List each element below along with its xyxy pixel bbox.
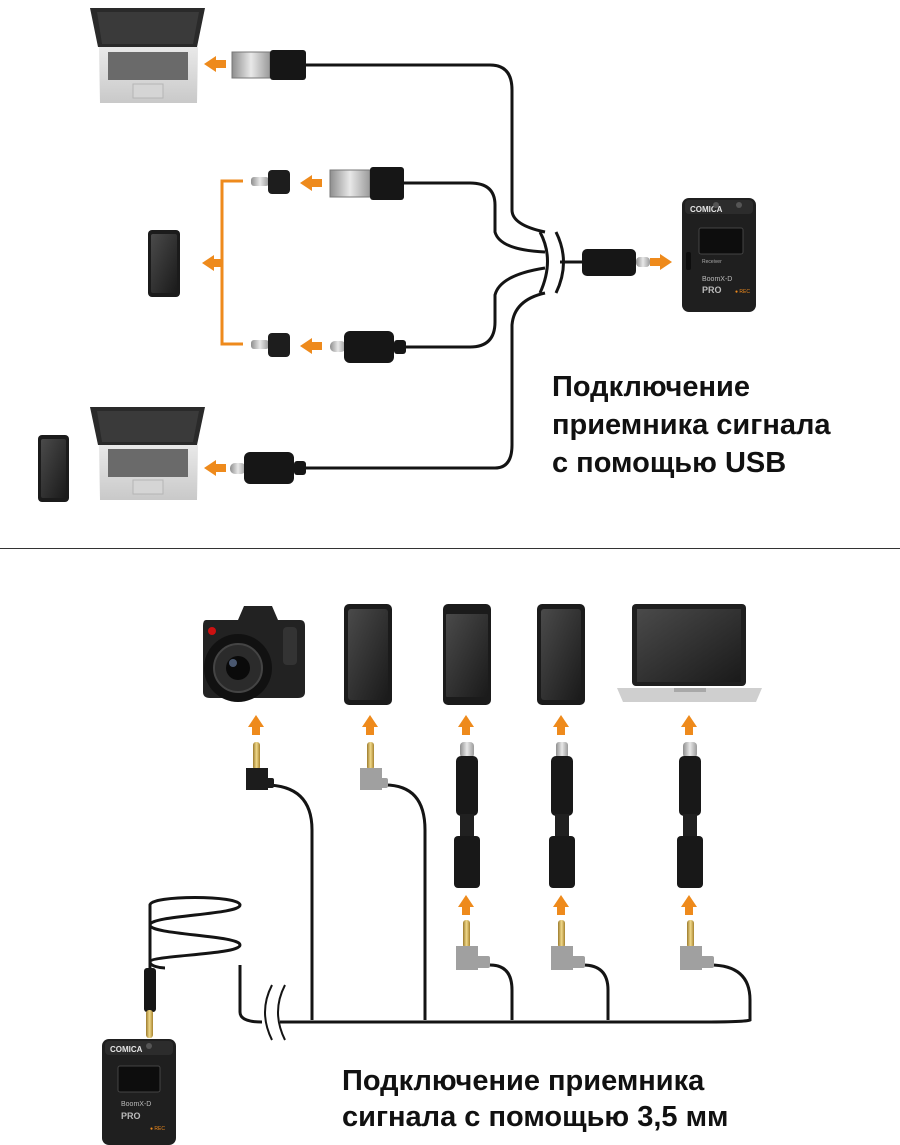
caption-line: Подключение приемника bbox=[342, 1065, 705, 1097]
jack-section: COMICA BoomX-D PRO ● REC bbox=[102, 604, 762, 1145]
arrow-icon bbox=[553, 895, 569, 915]
usb-caption: Подключение приемника сигнала с помощью … bbox=[552, 368, 831, 482]
laptop-icon bbox=[90, 407, 205, 500]
usb-cables bbox=[306, 63, 592, 470]
lightning-adapter bbox=[549, 742, 575, 888]
arrow-icon bbox=[204, 56, 226, 72]
trs-plug bbox=[144, 968, 156, 1038]
usb-c-adapter bbox=[677, 742, 703, 888]
usb-c-connector bbox=[330, 331, 406, 363]
arrow-icon bbox=[650, 254, 672, 270]
usb-c-connector bbox=[582, 249, 650, 276]
cable-break bbox=[264, 984, 286, 1041]
usb-section: COMICA Receiver BoomX-D PRO ● REC bbox=[38, 8, 756, 502]
jack-cables bbox=[238, 783, 752, 1024]
trrs-plug bbox=[246, 742, 274, 790]
jack-caption: Подключение приемника сигнала с помощью … bbox=[342, 1063, 729, 1135]
laptop-icon bbox=[90, 8, 205, 103]
usb-c-connector bbox=[230, 452, 306, 484]
caption-line: приемника сигнала bbox=[552, 409, 831, 441]
receiver-edition: PRO bbox=[702, 285, 722, 295]
receiver-edition: PRO bbox=[121, 1111, 141, 1121]
smartphone-icon bbox=[443, 604, 491, 705]
arrow-icon bbox=[300, 338, 322, 354]
caption-line: сигнала с помощью 3,5 мм bbox=[342, 1101, 729, 1133]
arrow-icon bbox=[248, 715, 264, 735]
output-arrows bbox=[202, 56, 672, 476]
rec-indicator: ● REC bbox=[735, 289, 750, 295]
arrow-icon bbox=[300, 175, 322, 191]
camera-icon bbox=[203, 606, 305, 702]
arrow-icon bbox=[362, 715, 378, 735]
arrow-icon bbox=[458, 895, 474, 915]
lightning-adapter bbox=[251, 170, 290, 194]
output-arrows bbox=[248, 715, 697, 915]
arrow-icon bbox=[553, 715, 569, 735]
arrow-icon bbox=[681, 715, 697, 735]
lightning-adapter bbox=[251, 333, 290, 357]
usb-c-adapter bbox=[454, 742, 480, 888]
trrs-plug bbox=[360, 742, 388, 790]
smartphone-icon bbox=[537, 604, 585, 705]
smartphone-icon bbox=[38, 435, 69, 502]
receiver-model: BoomX-D bbox=[702, 276, 732, 283]
trrs-plug bbox=[456, 920, 490, 970]
smartphone-icon bbox=[148, 230, 180, 297]
receiver-brand: COMICA bbox=[690, 205, 723, 214]
receiver-model: BoomX-D bbox=[121, 1101, 151, 1108]
svg-text:Receiver: Receiver bbox=[702, 259, 722, 265]
receiver-device: COMICA Receiver BoomX-D PRO ● REC bbox=[682, 198, 756, 312]
usb-a-connector bbox=[329, 167, 404, 200]
receiver-device: COMICA BoomX-D PRO ● REC bbox=[102, 1039, 176, 1145]
trrs-plug bbox=[551, 920, 585, 970]
coiled-cable bbox=[148, 896, 242, 990]
arrow-icon bbox=[681, 895, 697, 915]
caption-line: с помощью USB bbox=[552, 447, 787, 479]
arrow-icon bbox=[204, 460, 226, 476]
arrow-icon bbox=[458, 715, 474, 735]
rec-indicator: ● REC bbox=[150, 1126, 165, 1132]
receiver-brand: COMICA bbox=[110, 1045, 143, 1054]
caption-line: Подключение bbox=[552, 371, 750, 403]
arrow-icon bbox=[202, 255, 222, 271]
usb-a-connector bbox=[231, 50, 306, 80]
section-divider bbox=[0, 548, 900, 549]
laptop-icon bbox=[617, 604, 762, 702]
trrs-plug bbox=[680, 920, 714, 970]
smartphone-icon bbox=[344, 604, 392, 705]
